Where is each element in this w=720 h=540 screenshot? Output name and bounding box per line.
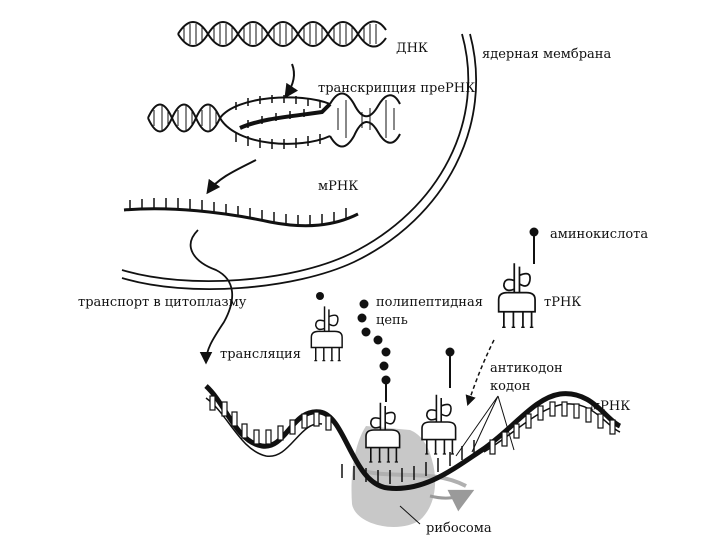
trna-ribosome-2 [421, 393, 457, 455]
label-transcription: транскрипция преРНК [318, 81, 475, 96]
label-ribosome: рибосома [426, 521, 492, 536]
label-mrna-bottom: мРНК [590, 399, 630, 414]
trna-free-right [497, 262, 536, 329]
label-amino-acid: аминокислота [550, 227, 648, 242]
dna-helix [177, 20, 387, 48]
label-trna: тРНК [544, 295, 581, 310]
label-mrna-top: мРНК [318, 179, 358, 194]
amino-acid-on-free-trna [316, 292, 324, 300]
transcription-arrow [284, 63, 299, 99]
dna-transcription-bubble [147, 92, 401, 149]
nuclear-membrane [121, 33, 478, 291]
mrna-strand-bottom [204, 384, 622, 491]
label-transport: транспорт в цитоплазму [78, 295, 247, 310]
mrna-formation-arrow [206, 159, 257, 195]
label-nuclear-membrane: ядерная мембрана [482, 47, 611, 62]
codon-pointer-lines [455, 395, 515, 457]
ribosome [351, 426, 475, 527]
label-codon: кодон [490, 379, 530, 394]
polypeptide-chain [357, 299, 391, 402]
label-dna: ДНК [396, 41, 428, 56]
amino-acid-on-ribosome-trna [445, 347, 455, 388]
mrna-strand-top [123, 198, 359, 228]
label-polypeptide-line2: цепь [376, 313, 408, 328]
ribosome-pointer-line [399, 505, 421, 525]
label-anticodon: антикодон [490, 361, 563, 376]
label-translation: трансляция [220, 347, 301, 362]
trna-free-left [310, 305, 343, 362]
amino-acid-on-trna [529, 227, 539, 264]
label-polypeptide-line1: полипептидная [376, 295, 483, 310]
